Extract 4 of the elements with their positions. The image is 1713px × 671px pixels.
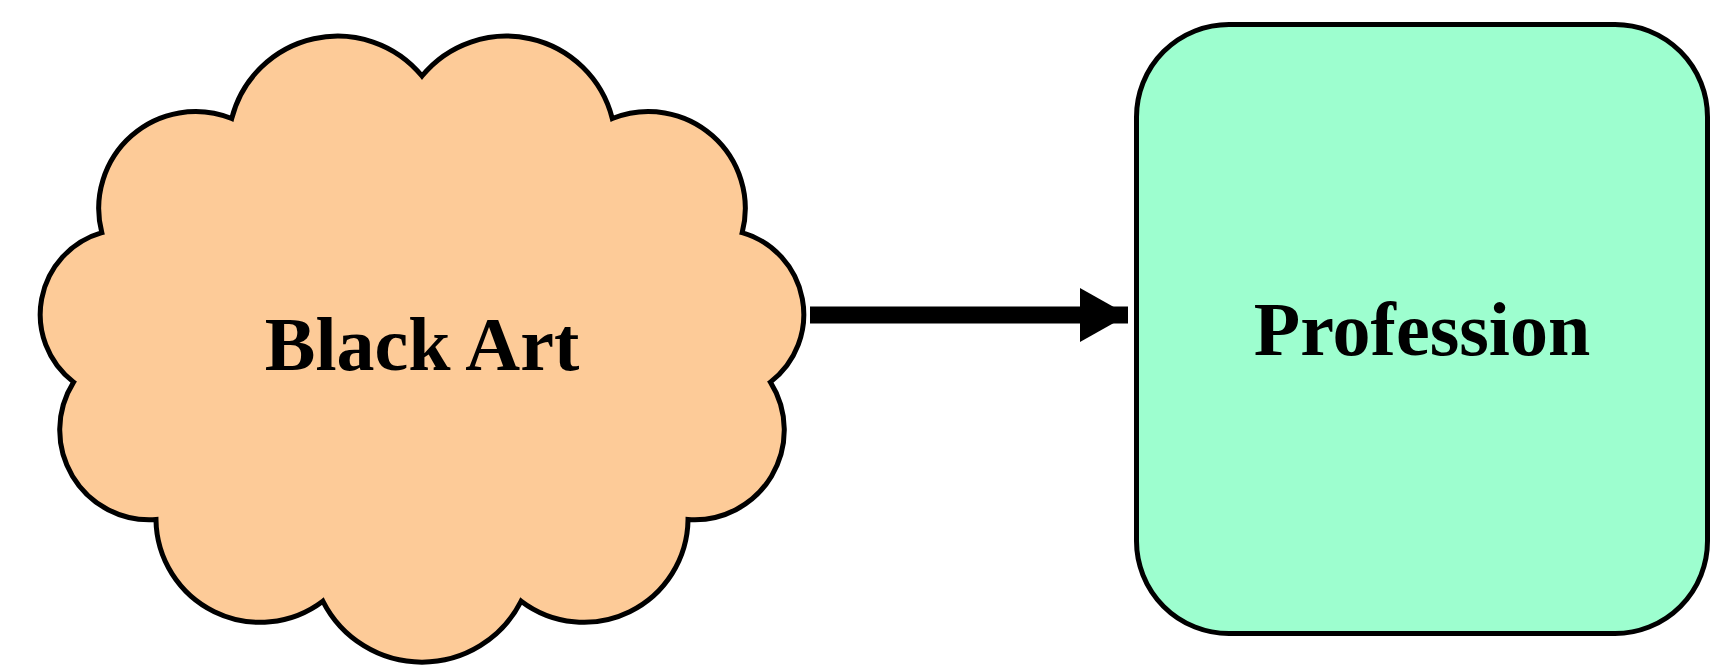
node-label: Black Art <box>264 306 580 382</box>
rounded-box <box>1134 22 1710 636</box>
arrow <box>810 288 1128 342</box>
node-label: Profession <box>1253 291 1591 367</box>
